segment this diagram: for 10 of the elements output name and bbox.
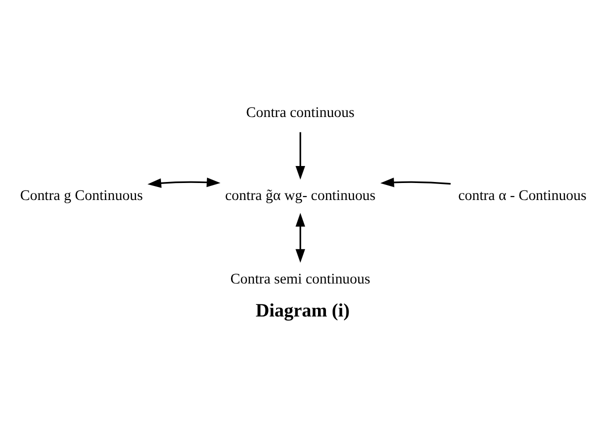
arrow (296, 132, 306, 180)
node-text: Contra g Continuous (20, 188, 143, 204)
node-text: contra α - Continuous (458, 188, 587, 204)
arrow (296, 212, 306, 262)
arrow (380, 177, 451, 187)
node-text: contra g̃α wg- continuous (225, 188, 376, 204)
node-text: Contra continuous (246, 104, 355, 121)
node-text: Contra semi continuous (230, 270, 370, 287)
arrow (148, 177, 220, 188)
caption: Diagram (i) (256, 300, 350, 322)
